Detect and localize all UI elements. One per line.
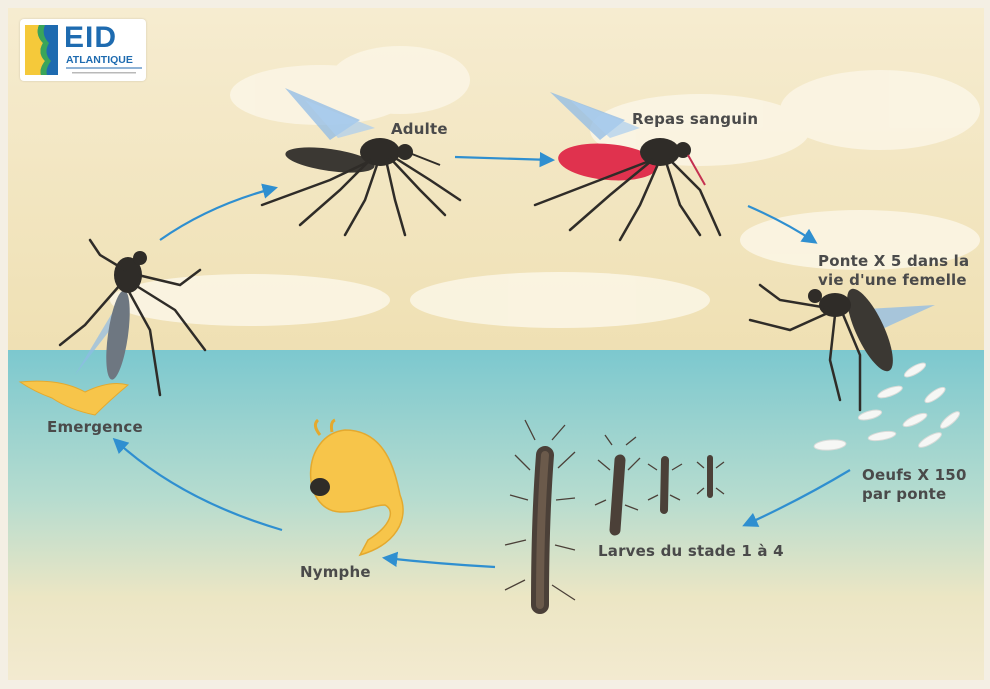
label-emergence: Emergence (47, 418, 143, 436)
logo-subtitle: ATLANTIQUE (66, 54, 133, 66)
label-adult: Adulte (391, 120, 448, 138)
logo-fine-print (66, 66, 142, 75)
eid-atlantique-logo-icon (25, 25, 58, 75)
eid-atlantique-logo: EID ATLANTIQUE (20, 19, 146, 81)
water-background (8, 350, 984, 680)
label-blood-meal: Repas sanguin (632, 110, 758, 128)
label-pupa: Nymphe (300, 563, 371, 581)
logo-title: EID (64, 21, 117, 55)
label-laying: Ponte X 5 dans la vie d'une femelle (818, 252, 978, 290)
label-eggs: Oeufs X 150 par ponte (862, 466, 972, 504)
label-larvae: Larves du stade 1 à 4 (598, 542, 784, 560)
